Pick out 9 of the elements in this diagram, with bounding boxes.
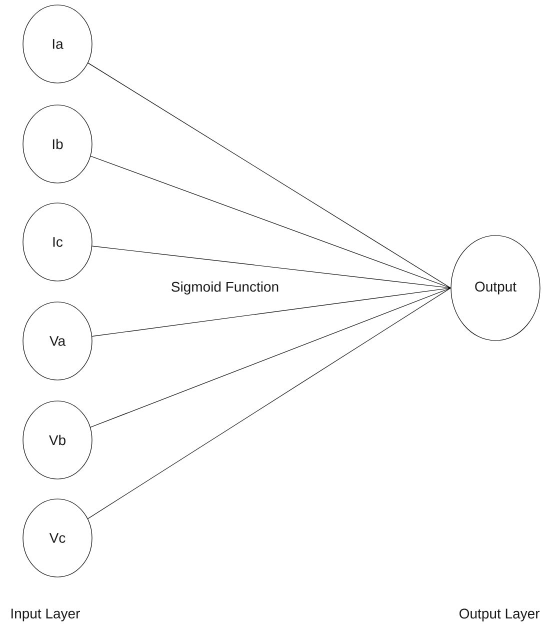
layer-label: Input Layer: [11, 608, 80, 622]
layer-label: Output Layer: [460, 608, 540, 622]
connector-line: [88, 288, 451, 520]
connector-line: [88, 62, 451, 288]
connector-line: [90, 156, 451, 288]
connector-line: [90, 288, 451, 428]
function-label: Sigmoid Function: [172, 281, 278, 295]
connector-line: [92, 288, 451, 337]
connector-line: [92, 246, 451, 288]
